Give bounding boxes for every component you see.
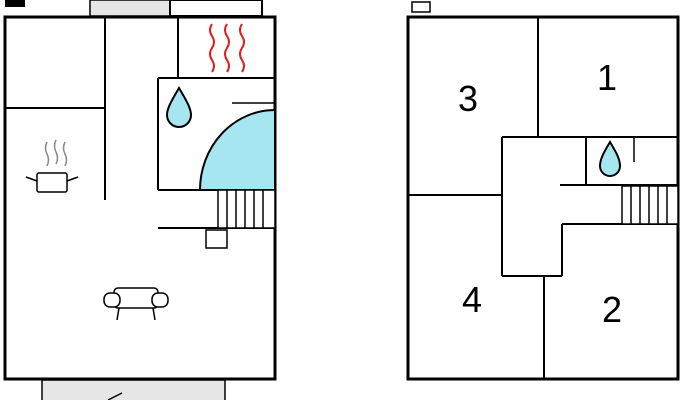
top-left-block [5, 0, 25, 7]
upper-roof-vent [411, 1, 431, 13]
entrance-arrow-icon [107, 392, 123, 400]
heater-icon [209, 23, 245, 73]
room-label-2: 2 [602, 289, 622, 330]
top-right-post [169, 0, 263, 17]
bottom-terrace [41, 379, 226, 400]
water-drop-icon [598, 140, 622, 177]
stairs-icon [621, 185, 679, 225]
upper-floor: 1 2 3 4 [406, 1, 680, 381]
shower-icon [198, 108, 276, 191]
room-label-1: 1 [597, 57, 617, 98]
stairs-icon [217, 189, 276, 229]
room-label-3: 3 [458, 78, 478, 119]
top-terrace [89, 0, 171, 17]
room-label-4: 4 [462, 279, 482, 320]
ground-floor [3, 0, 277, 400]
chimney-box [205, 229, 228, 249]
water-drop-icon [165, 86, 193, 128]
sofa-icon [103, 287, 169, 321]
cooking-pot-icon [25, 139, 79, 193]
